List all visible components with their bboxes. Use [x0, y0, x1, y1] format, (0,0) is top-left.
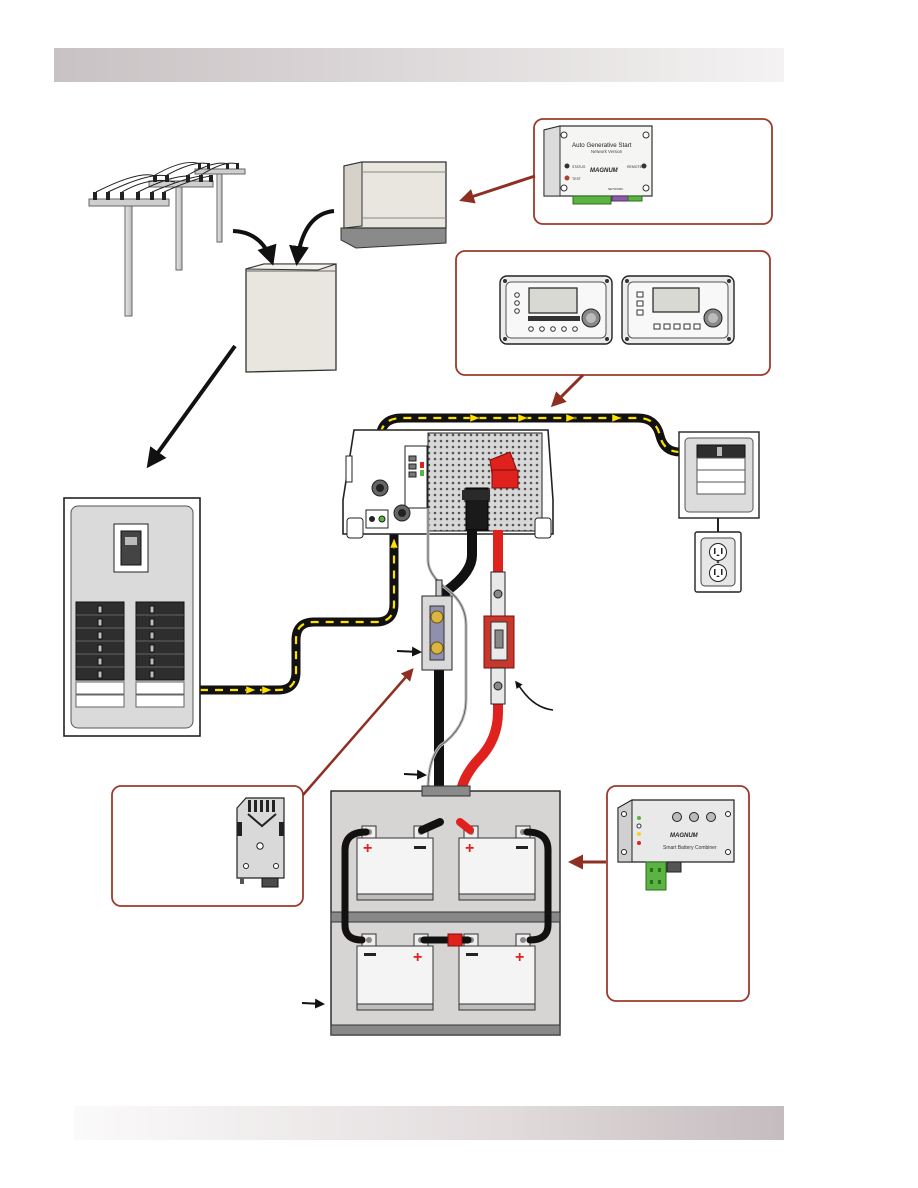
remote-display-icon	[499, 275, 613, 345]
ags-brand: MAGNUM	[590, 168, 619, 174]
utility-poles-icon	[88, 161, 246, 317]
generator-icon	[340, 161, 447, 249]
transfer-switch-icon	[245, 263, 337, 373]
battery-temp-sensor-wire-outline	[427, 508, 467, 791]
ags-callout-arrow	[459, 174, 536, 204]
svg-text:+: +	[465, 840, 474, 857]
fuse-icon	[483, 571, 515, 705]
ags-test-label: TEST	[572, 177, 582, 181]
ags-terminal-label: NETWORK	[608, 187, 623, 191]
svg-text:+: +	[515, 949, 524, 966]
ags-subtitle: Network Version	[591, 149, 623, 154]
shunt-pointer-arrow	[396, 646, 422, 657]
remote-display-icon	[621, 275, 735, 345]
ags-remote-label: REMOTE	[627, 165, 643, 169]
sensor-wire-pointer-arrow	[403, 769, 427, 780]
ags-status-label: STATUS	[572, 165, 586, 169]
svg-text:+: +	[363, 840, 372, 857]
shunt-icon	[421, 579, 453, 671]
generator-feed-arrow	[289, 209, 335, 266]
battery-interconnects	[341, 818, 552, 944]
ac-output-cable	[375, 413, 681, 478]
smart-battery-combiner-icon: MAGNUM Smart Battery Combiner	[617, 799, 735, 891]
utility-feed-arrow	[232, 229, 277, 266]
battery-bank-pointer-arrow	[301, 998, 325, 1009]
ac-input-cable	[200, 528, 399, 695]
remote-callout-arrow	[550, 373, 585, 408]
panel-feed-arrow	[146, 344, 237, 469]
breaker-panel-icon	[63, 497, 201, 737]
footer-bar	[74, 1106, 784, 1140]
temperature-sensor-icon	[236, 797, 285, 888]
breaker-stack-right	[135, 601, 185, 681]
sub-panel-icon	[678, 431, 760, 519]
svg-text:+: +	[413, 949, 422, 966]
battery-icon: +	[356, 933, 434, 1011]
temp-sensor-callout-arrow	[302, 668, 414, 796]
fuse-pointer-arrow	[515, 680, 554, 711]
inverter-icon	[342, 429, 554, 539]
combiner-brand: MAGNUM	[670, 833, 699, 839]
ags-title: Auto Generative Start	[572, 142, 632, 149]
ags-module: Auto Generative Start Network Version MA…	[543, 125, 653, 205]
header-bar	[54, 48, 784, 82]
outlet-icon	[694, 531, 742, 593]
combiner-product-label: Smart Battery Combiner	[663, 845, 717, 851]
battery-jumper-boot	[447, 933, 463, 947]
breaker-stack-left	[75, 601, 125, 681]
battery-icon: +	[458, 933, 536, 1011]
